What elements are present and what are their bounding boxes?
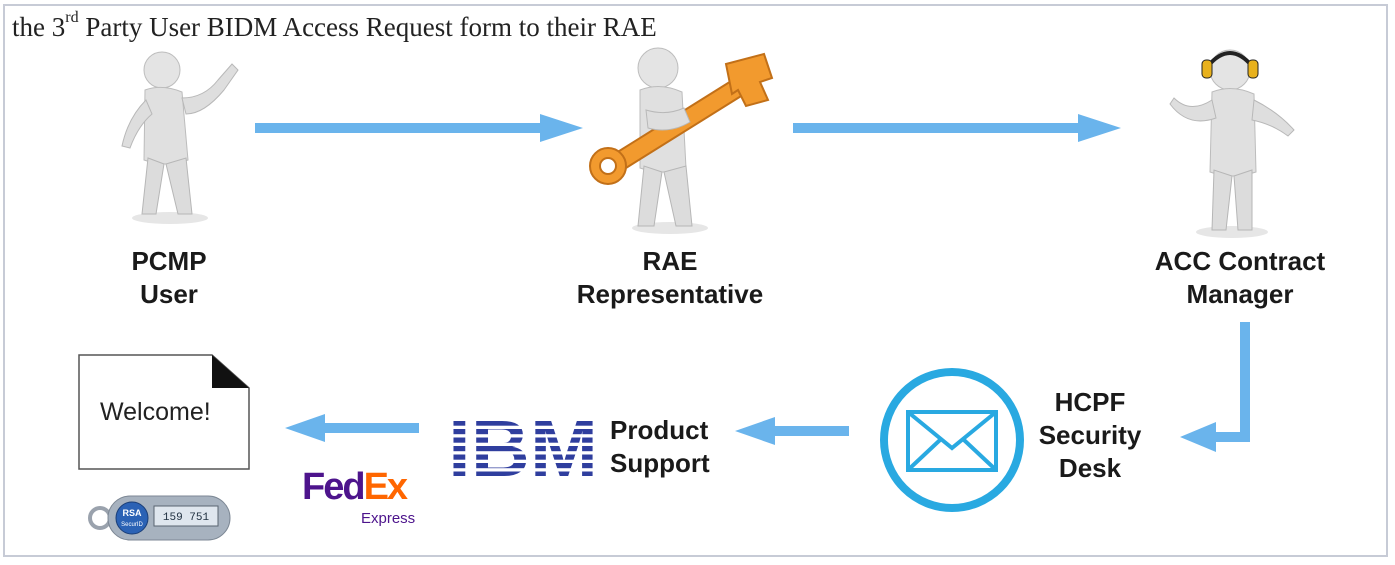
arrow-ibm-to-welcome [285,414,419,442]
pcmp-label-line2: User [140,279,198,309]
product-support-line2: Support [610,448,710,478]
acc-label-line2: Manager [1186,279,1294,309]
rae-representative-label: RAE Representative [550,245,790,311]
hcpf-label-line1: HCPF [1054,387,1126,417]
svg-text:IBM: IBM [448,412,598,480]
welcome-document [78,354,250,470]
arrow-acc-to-hcpf [1180,322,1250,452]
hcpf-security-desk-label: HCPF Security Desk [1020,386,1160,485]
fedex-ex: Ex [363,466,409,508]
rae-label-line2: Representative [576,279,764,309]
acc-contract-manager-figure [1169,49,1295,238]
svg-text:159 751: 159 751 [163,512,210,524]
svg-text:RSA: RSA [122,508,142,518]
arrow-hcpf-to-ibm [735,417,849,445]
fedex-fe: Fed [302,466,366,508]
acc-label-line1: ACC Contract [1154,246,1326,276]
header-text: the 3rd Party User BIDM Access Request f… [12,9,657,43]
header-pre: the 3 [12,12,66,42]
fedex-logo: FedEx [302,466,409,509]
rae-representative-figure [589,47,774,234]
svg-text:SecurID: SecurID [121,522,143,528]
rsa-token-icon: RSA SecurID 159 751 [88,495,231,541]
product-support-label: Product Support [610,414,730,480]
fedex-express-label: Express [361,510,416,527]
welcome-text: Welcome! [100,398,211,426]
envelope-icon [880,368,1024,512]
rae-label-line1: RAE [642,246,698,276]
header-sup: rd [65,9,79,26]
ibm-logo: IBM [448,412,598,480]
arrow-pcmp-to-rae [255,114,583,142]
acc-contract-manager-label: ACC Contract Manager [1130,245,1350,311]
pcmp-user-label: PCMP User [94,245,244,311]
product-support-line1: Product [610,415,709,445]
arrow-rae-to-acc [793,114,1121,142]
header-post: Party User BIDM Access Request form to t… [78,12,657,42]
pcmp-user-figure [121,51,239,224]
headset-icon [1201,51,1259,79]
pcmp-label-line1: PCMP [131,246,207,276]
hcpf-label-line3: Desk [1058,453,1122,483]
hcpf-label-line2: Security [1038,420,1142,450]
